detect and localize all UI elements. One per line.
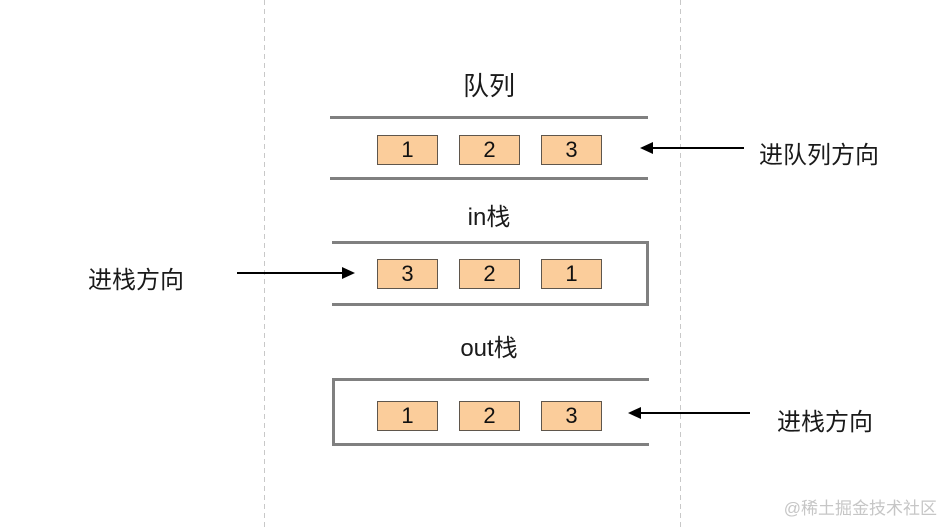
in-stack-container — [332, 241, 649, 306]
out-stack-title: out栈 — [460, 335, 518, 362]
arrow-head-icon — [628, 407, 641, 419]
arrow-shaft — [650, 147, 744, 149]
queue-bottom-line — [330, 177, 648, 180]
queue-item-box: 2 — [459, 135, 520, 165]
in-stack-title: in栈 — [467, 204, 511, 231]
push-direction-label-in: 进栈方向 — [88, 267, 184, 294]
queue-item-box: 3 — [541, 135, 602, 165]
out-stack-container — [332, 378, 649, 446]
in-stack-item-box: 1 — [541, 259, 602, 289]
in-stack-item-box: 2 — [459, 259, 520, 289]
push-direction-arrow-out — [628, 407, 750, 419]
out-stack-item-box: 1 — [377, 401, 438, 431]
arrow-shaft — [638, 412, 750, 414]
slide-guide-left-dashed-line — [264, 0, 265, 527]
enqueue-direction-arrow — [640, 142, 744, 154]
out-stack-item-box: 2 — [459, 401, 520, 431]
out-stack-item-box: 3 — [541, 401, 602, 431]
arrow-head-icon — [342, 267, 355, 279]
arrow-head-icon — [640, 142, 653, 154]
push-direction-arrow-in — [237, 267, 355, 279]
queue-item-box: 1 — [377, 135, 438, 165]
queue-title: 队列 — [462, 71, 515, 101]
enqueue-direction-label: 进队列方向 — [759, 142, 879, 169]
slide-guide-right-dashed-line — [680, 0, 681, 527]
watermark-text: @稀土掘金技术社区 — [783, 499, 937, 518]
push-direction-label-out: 进栈方向 — [777, 409, 873, 436]
in-stack-item-box: 3 — [377, 259, 438, 289]
queue-top-line — [330, 116, 648, 119]
arrow-shaft — [237, 272, 345, 274]
